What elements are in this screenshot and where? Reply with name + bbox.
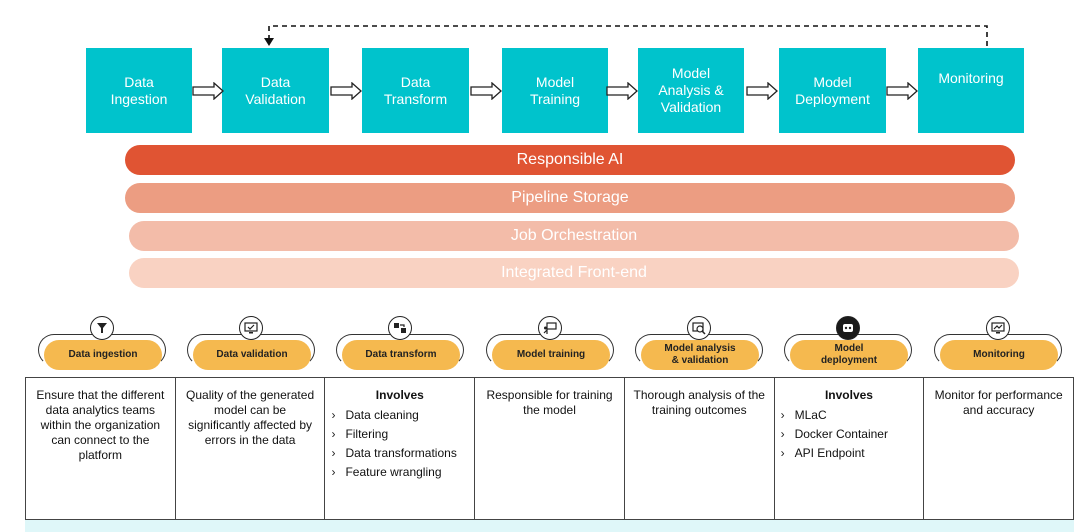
stage-data-validation: Data Validation bbox=[222, 48, 329, 133]
detail-col-model-training: Responsible for training the model bbox=[475, 378, 625, 519]
detail-col-model-analysis: Thorough analysis of the training outcom… bbox=[625, 378, 775, 519]
feedback-loop-arrow bbox=[264, 25, 988, 46]
stage-model-analysis: Model Analysis & Validation bbox=[638, 48, 744, 133]
detail-col-data-ingestion: Ensure that the different data analytics… bbox=[26, 378, 176, 519]
monitor-check-icon bbox=[239, 316, 263, 340]
magnifier-chart-icon bbox=[687, 316, 711, 340]
pill-label: Data transform bbox=[342, 340, 460, 370]
stage-data-ingestion: Data Ingestion bbox=[86, 48, 192, 133]
detail-text: Quality of the generated model can be si… bbox=[186, 388, 315, 447]
detail-list: Data cleaning Filtering Data transformat… bbox=[331, 408, 468, 480]
detail-header-model-analysis: Model analysis & validation bbox=[635, 316, 765, 370]
bottom-strip bbox=[25, 520, 1074, 532]
band-responsible-ai: Responsible AI bbox=[125, 145, 1015, 175]
flow-arrow bbox=[746, 82, 778, 100]
flow-arrow bbox=[192, 82, 224, 100]
list-item: Data cleaning bbox=[331, 408, 468, 423]
detail-header-model-training: Model training bbox=[486, 316, 616, 370]
list-item: Data transformations bbox=[331, 446, 468, 461]
stage-model-deployment: Model Deployment bbox=[779, 48, 886, 133]
detail-heading: Involves bbox=[824, 388, 873, 402]
detail-col-monitoring: Monitor for performance and accuracy bbox=[924, 378, 1073, 519]
pill-label: Data ingestion bbox=[44, 340, 162, 370]
detail-col-data-validation: Quality of the generated model can be si… bbox=[176, 378, 326, 519]
flow-arrow bbox=[330, 82, 362, 100]
detail-col-data-transform: Involves Data cleaning Filtering Data tr… bbox=[325, 378, 476, 519]
flow-arrow bbox=[470, 82, 502, 100]
detail-header-data-ingestion: Data ingestion bbox=[38, 316, 168, 370]
funnel-icon bbox=[90, 316, 114, 340]
band-job-orchestration: Job Orchestration bbox=[129, 221, 1019, 251]
list-item: Feature wrangling bbox=[331, 465, 468, 480]
robot-icon bbox=[836, 316, 860, 340]
pill-label: Monitoring bbox=[940, 340, 1058, 370]
detail-header-model-deployment: Model deployment bbox=[784, 316, 914, 370]
list-item: MLaC bbox=[781, 408, 918, 423]
presentation-icon bbox=[538, 316, 562, 340]
detail-text: Ensure that the different data analytics… bbox=[36, 388, 165, 462]
detail-col-model-deployment: Involves MLaC Docker Container API Endpo… bbox=[775, 378, 925, 519]
detail-text: Thorough analysis of the training outcom… bbox=[633, 388, 765, 417]
pill-label: Model training bbox=[492, 340, 610, 370]
detail-table: Ensure that the different data analytics… bbox=[25, 377, 1074, 520]
monitor-chart-icon bbox=[986, 316, 1010, 340]
detail-heading: Involves bbox=[375, 388, 424, 402]
stage-monitoring: Monitoring bbox=[918, 48, 1024, 133]
pill-label: Data validation bbox=[193, 340, 311, 370]
list-item: Docker Container bbox=[781, 427, 918, 442]
stage-model-training: Model Training bbox=[502, 48, 608, 133]
transform-icon bbox=[388, 316, 412, 340]
detail-header-data-validation: Data validation bbox=[187, 316, 317, 370]
band-integrated-front-end: Integrated Front-end bbox=[129, 258, 1019, 288]
detail-list: MLaC Docker Container API Endpoint bbox=[781, 408, 918, 461]
flow-arrow bbox=[606, 82, 638, 100]
detail-text: Monitor for performance and accuracy bbox=[934, 388, 1063, 417]
detail-header-data-transform: Data transform bbox=[336, 316, 466, 370]
stage-data-transform: Data Transform bbox=[362, 48, 469, 133]
list-item: API Endpoint bbox=[781, 446, 918, 461]
list-item: Filtering bbox=[331, 427, 468, 442]
band-pipeline-storage: Pipeline Storage bbox=[125, 183, 1015, 213]
pill-label: Model analysis & validation bbox=[641, 340, 759, 370]
pill-label: Model deployment bbox=[790, 340, 908, 370]
flow-arrow bbox=[886, 82, 918, 100]
detail-header-monitoring: Monitoring bbox=[934, 316, 1064, 370]
detail-text: Responsible for training the model bbox=[486, 388, 613, 417]
